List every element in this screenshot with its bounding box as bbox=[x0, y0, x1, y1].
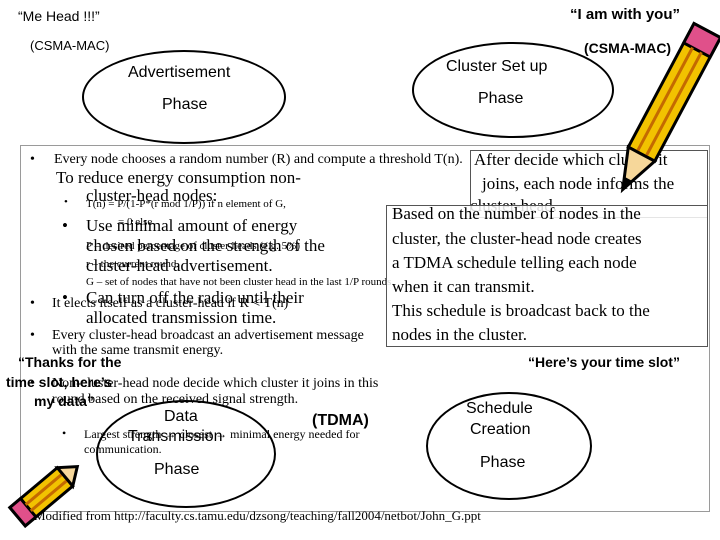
csma-label-left: (CSMA-MAC) bbox=[30, 38, 109, 53]
data-transmission-line1: Data bbox=[164, 408, 198, 426]
schedule-creation-line3: Phase bbox=[480, 454, 525, 472]
data-transmission-line3: Phase bbox=[154, 461, 199, 479]
sub-largest-strength-cont: communication. bbox=[84, 442, 162, 457]
schedule-creation-line1: Schedule bbox=[466, 400, 533, 418]
overlay-item2-line2: allocated transmission time. bbox=[86, 308, 276, 328]
overlay-item1-line3: cluster-head advertisement. bbox=[86, 256, 273, 276]
bullet-dot: • bbox=[30, 328, 35, 344]
bullet-broadcast-advertisement: Every cluster-head broadcast an advertis… bbox=[52, 328, 364, 344]
overlay-title-line1: To reduce energy consumption non- bbox=[56, 168, 301, 188]
quote-me-head: “Me Head !!!” bbox=[18, 8, 100, 24]
sub-largest-strength: Largest strength → closest → minimal ene… bbox=[84, 427, 359, 442]
quote-thanks-line1: “Thanks for the bbox=[18, 354, 121, 370]
schedule-creation-line2: Creation bbox=[470, 421, 530, 439]
bullet-dot: • bbox=[30, 296, 35, 312]
quote-thanks-line2: time slot, here’s bbox=[6, 374, 112, 390]
definition-g: G – set of nodes that have not been clus… bbox=[86, 276, 394, 288]
pencil-icon-top-right bbox=[610, 10, 720, 210]
schedule-info-line4: when it can transmit. bbox=[392, 277, 535, 297]
schedule-info-line2: cluster, the cluster-head node creates bbox=[392, 229, 642, 249]
bullet-dot: • bbox=[62, 216, 68, 236]
footer-source: Modified from http://faculty.cs.tamu.edu… bbox=[34, 508, 481, 524]
bullet-dot: • bbox=[30, 152, 35, 168]
overlay-item1-line2: chosen based on the strength of the bbox=[86, 236, 325, 256]
bullet-dot: • bbox=[62, 288, 68, 308]
pencil-icon-bottom-left bbox=[0, 450, 90, 540]
bullet-random-number: Every node chooses a random number (R) a… bbox=[54, 152, 463, 168]
schedule-info-line6: nodes in the cluster. bbox=[392, 325, 527, 345]
overlay-item2-line1: Can turn off the radio until their bbox=[86, 288, 304, 308]
advertisement-phase-line2: Phase bbox=[162, 96, 207, 114]
bullet-dot: • bbox=[64, 196, 68, 208]
cluster-setup-phase-line2: Phase bbox=[478, 90, 523, 108]
schedule-info-line3: a TDMA schedule telling each node bbox=[392, 253, 637, 273]
overlay-title-line2: cluster-head nodes: bbox=[86, 186, 217, 206]
advertisement-phase-line1: Advertisement bbox=[128, 64, 230, 82]
schedule-info-line1: Based on the number of nodes in the bbox=[392, 204, 641, 224]
quote-heres-time-slot: “Here’s your time slot” bbox=[528, 354, 680, 370]
bullet-dot: • bbox=[62, 426, 66, 441]
schedule-info-line5: This schedule is broadcast back to the bbox=[392, 301, 650, 321]
quote-thanks-line3: my data” bbox=[34, 393, 94, 409]
overlay-item1-line1: Use minimal amount of energy bbox=[86, 216, 297, 236]
cluster-setup-phase-line1: Cluster Set up bbox=[446, 58, 547, 76]
